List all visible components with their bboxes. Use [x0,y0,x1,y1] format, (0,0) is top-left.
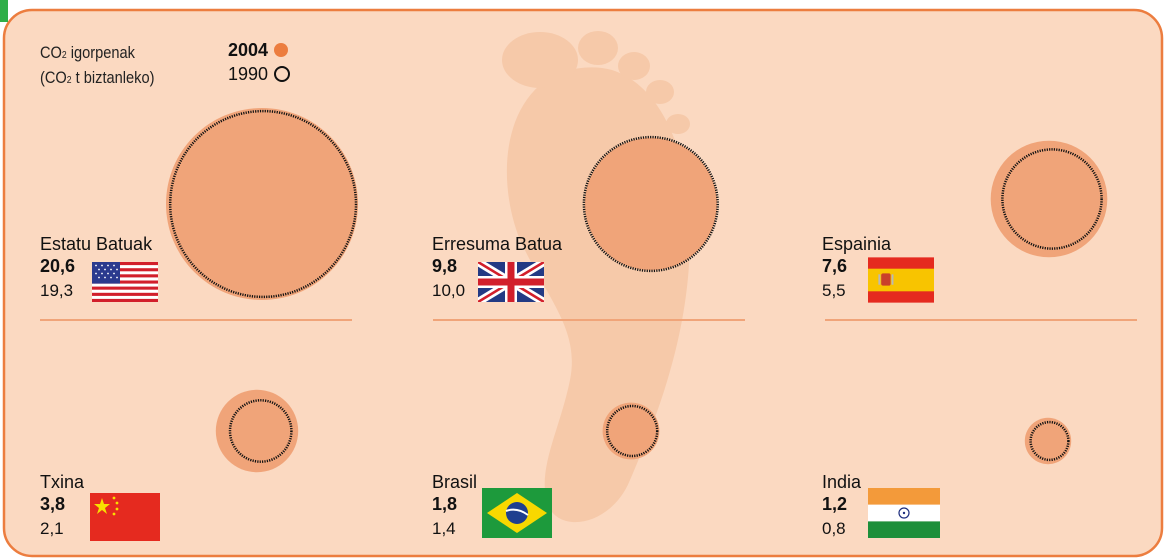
india-flag [868,488,940,538]
bubble-2004-spain [990,140,1108,258]
bubble-1990-india [1029,420,1070,462]
bubble-2004-uk [584,137,718,271]
legend-entry-1990: 1990 [228,62,291,86]
country-name-uk: Erresuma Batua [432,234,563,254]
legend-entry-2004: 2004 [228,38,290,62]
uk-flag [478,262,544,302]
legend-label-2004: 2004 [228,40,269,60]
usa-flag [92,262,158,302]
value-1990-brazil: 1,4 [432,519,456,538]
value-2004-brazil: 1,8 [432,494,458,514]
filled-circle-icon [274,43,289,57]
china-flag [90,493,160,541]
brazil-flag [482,488,552,538]
value-1990-uk: 10,0 [432,281,466,300]
country-name-brazil: Brasil [432,472,478,492]
bubble-2004-india [1024,417,1072,465]
country-name-usa: Estatu Batuak [40,234,153,254]
bubble-2004-brazil [602,402,660,460]
bubble-1990-spain [1001,148,1103,250]
bubble-2004-usa [166,108,358,300]
bubble-1990-uk [582,135,719,273]
legend-title-line1: CO2 igorpenak [40,43,135,62]
value-1990-spain: 5,5 [822,281,846,300]
legend-years: 2004 1990 [228,38,291,86]
spain-flag [868,257,934,303]
value-2004-india: 1,2 [822,494,848,514]
value-2004-china: 3,8 [40,494,66,514]
legend-label-1990: 1990 [228,64,269,84]
country-name-china: Txina [40,472,85,492]
country-name-spain: Espainia [822,234,892,254]
country-name-india: India [822,472,862,492]
value-1990-usa: 19,3 [40,281,74,300]
bubble-2004-china [215,389,299,473]
bubble-1990-china [228,399,293,463]
value-2004-spain: 7,6 [822,256,848,276]
value-2004-uk: 9,8 [432,256,458,276]
value-1990-india: 0,8 [822,519,846,538]
bubble-1990-brazil [605,404,659,458]
value-2004-usa: 20,6 [40,256,76,276]
legend-title-line2: (CO2 t biztanleko) [40,68,155,87]
bubble-1990-usa [168,109,358,299]
corner-tab [0,0,8,22]
open-circle-icon [274,66,291,82]
value-1990-china: 2,1 [40,519,64,538]
legend-title: CO2 igorpenak (CO2 t biztanleko) [40,42,154,92]
